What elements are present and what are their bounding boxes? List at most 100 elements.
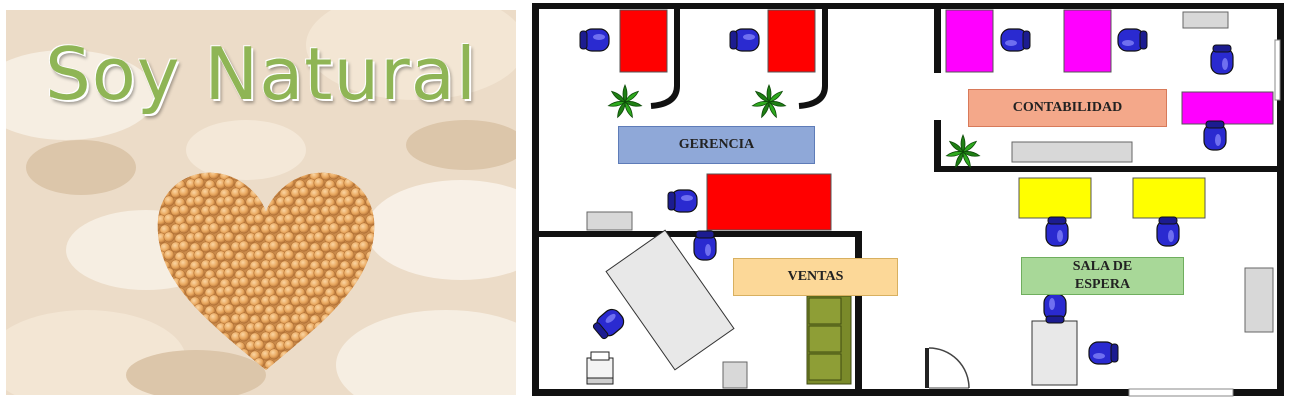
soybean [230, 172, 242, 181]
soybean [219, 350, 231, 362]
soybean [313, 213, 325, 225]
soybean [204, 341, 216, 353]
soybean [157, 286, 167, 298]
soybean [343, 285, 355, 297]
soybean [159, 278, 171, 290]
soybean [369, 368, 375, 371]
soybean [157, 340, 167, 352]
soybean [146, 216, 155, 226]
soybean [193, 267, 205, 279]
soybean [373, 357, 375, 369]
soybean [358, 258, 370, 270]
soybean [157, 258, 160, 270]
soybean [328, 222, 340, 234]
soybean [146, 270, 155, 280]
chair-icon [693, 230, 717, 261]
soybean [283, 321, 295, 333]
soybean [313, 195, 325, 207]
soybean [185, 322, 197, 334]
soybean [238, 294, 250, 306]
soybean [283, 213, 295, 225]
printer-icon [586, 351, 614, 385]
soybean [234, 359, 246, 371]
soybean [328, 186, 340, 198]
soybean [290, 172, 302, 181]
soybean [253, 249, 265, 261]
soybean [369, 242, 375, 254]
soybean [298, 240, 310, 252]
soybean [223, 231, 235, 243]
soybean [249, 368, 261, 371]
plants [607, 84, 981, 169]
soybean [365, 304, 375, 316]
soybean [174, 323, 186, 335]
soybean [284, 160, 294, 170]
soybean [298, 366, 310, 371]
soybean [223, 303, 235, 315]
soybean [238, 348, 250, 360]
soybean [178, 348, 190, 360]
soybean [253, 267, 265, 279]
soybean [193, 195, 205, 207]
soybean [170, 331, 182, 343]
soybean [253, 339, 265, 351]
office-floor-plan [532, 3, 1284, 397]
soybean [336, 161, 346, 171]
soybean [339, 314, 351, 326]
soybean [268, 312, 280, 324]
soybean [320, 349, 332, 361]
soybean [275, 358, 287, 370]
soybean [366, 161, 376, 171]
soybean [204, 323, 216, 335]
soybean [305, 358, 317, 370]
soybean [373, 321, 375, 333]
soybean [313, 267, 325, 279]
soybean [320, 367, 332, 371]
chair-icon [1156, 216, 1180, 247]
soybean [159, 314, 171, 326]
soybean [268, 172, 280, 180]
chair-icon [729, 28, 760, 52]
soybean [208, 222, 220, 234]
soybean [298, 258, 310, 270]
soybean [365, 178, 375, 190]
soybean [358, 366, 370, 371]
soybean [365, 250, 375, 262]
soybean [189, 332, 201, 344]
soybean [205, 162, 215, 172]
soybean [146, 306, 155, 316]
soybean [298, 276, 310, 288]
soybean [381, 206, 386, 216]
soybean [309, 332, 321, 344]
soybean [157, 222, 160, 234]
soybean [373, 285, 375, 297]
soybean [265, 162, 275, 172]
soybean [350, 349, 362, 361]
soybean [216, 161, 226, 171]
soybean [157, 358, 167, 370]
soybean [157, 312, 160, 324]
soybean [157, 366, 160, 371]
soybean [328, 294, 340, 306]
soybean [157, 294, 160, 306]
cabinet [586, 211, 633, 231]
soybean [381, 296, 386, 306]
soybean [335, 358, 347, 370]
soybean [186, 161, 196, 171]
soybean [313, 177, 325, 189]
soybean [163, 321, 175, 333]
soybean [264, 179, 276, 191]
soybean [294, 359, 306, 371]
soybean [163, 339, 175, 351]
soybean [178, 258, 190, 270]
soybean [320, 331, 332, 343]
plant-icon [945, 134, 981, 169]
soybean [253, 195, 265, 207]
soybean [335, 322, 347, 334]
soybean [358, 276, 370, 288]
gerencia-desk-2 [767, 9, 816, 73]
soybean [268, 204, 280, 216]
soybean [335, 304, 347, 316]
soybean [298, 204, 310, 216]
soybean [193, 357, 205, 369]
